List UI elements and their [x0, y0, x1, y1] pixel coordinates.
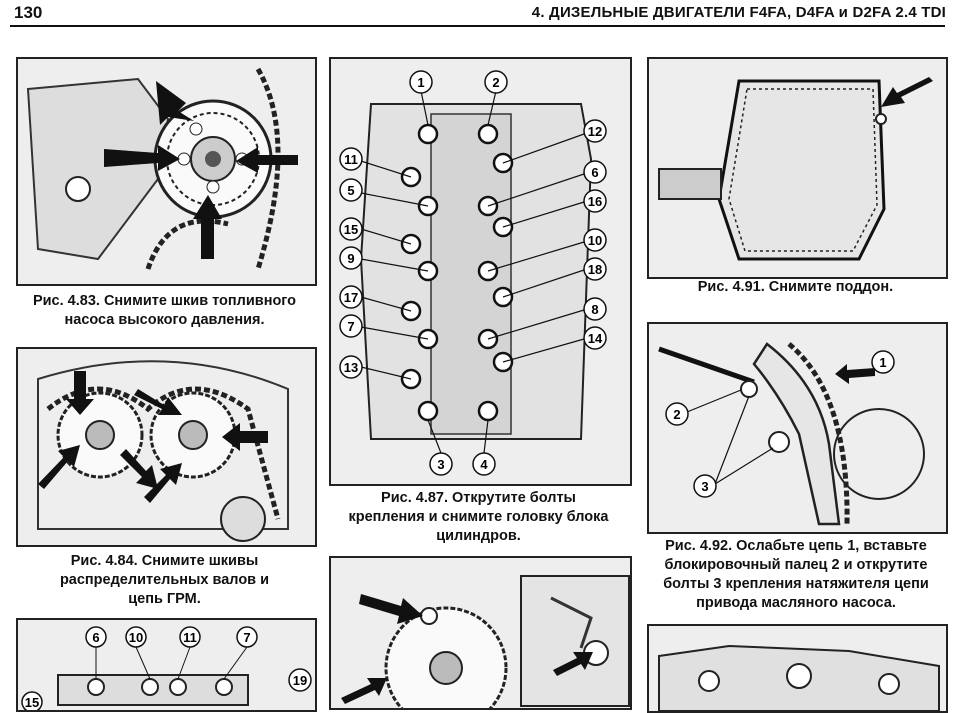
- callout-label: 19: [293, 673, 307, 688]
- caption-line: цилиндров.: [436, 528, 521, 544]
- callout-7: 7: [236, 626, 258, 648]
- figure-bottom-right-image: [647, 624, 948, 713]
- callout-label: 6: [92, 630, 99, 645]
- callout-2: 2: [484, 70, 508, 94]
- callout-label: 1: [879, 355, 886, 370]
- page-header: 130 4. ДИЗЕЛЬНЫЕ ДВИГАТЕЛИ F4FA, D4FA и …: [0, 0, 970, 27]
- caption-line: Рис. 4.92. Ослабьте цепь 1, вставьте: [665, 538, 927, 554]
- caption-line: Рис. 4.83. Снимите шкив топливного: [32, 293, 297, 309]
- callout-6: 6: [85, 626, 107, 648]
- callout-15: 15: [21, 691, 43, 710]
- callout-label: 10: [129, 630, 143, 645]
- callout-label: 11: [183, 630, 197, 645]
- callout-label: 12: [588, 124, 602, 139]
- caption-line: крепления и снимите головку блока: [348, 509, 609, 525]
- figure-4-83-caption: Рис. 4.83. Снимите шкив топливного насос…: [16, 292, 313, 330]
- callout-label: 3: [701, 479, 708, 494]
- callout-13: 13: [339, 355, 363, 379]
- callout-15: 15: [339, 217, 363, 241]
- callout-10: 10: [583, 228, 607, 252]
- callout-label: 7: [243, 630, 250, 645]
- callout-5: 5: [339, 178, 363, 202]
- callout-1: 1: [409, 70, 433, 94]
- callout-label: 9: [347, 251, 354, 266]
- callout-8: 8: [583, 297, 607, 321]
- figure-4-87-caption: Рис. 4.87. Открутите болты крепления и с…: [329, 489, 628, 546]
- caption-line: Рис. 4.91. Снимите поддон.: [697, 279, 894, 295]
- callout-9: 9: [339, 246, 363, 270]
- figure-4-87-image: 1 2 12 11 6 5 16 15 10 9 18 17 8 7 14 13…: [329, 57, 632, 486]
- callout-17: 17: [339, 285, 363, 309]
- callout-7: 7: [339, 314, 363, 338]
- callout-10: 10: [125, 626, 147, 648]
- callout-6: 6: [583, 160, 607, 184]
- figure-4-91-caption: Рис. 4.91. Снимите поддон.: [647, 278, 944, 297]
- figure-4-92-image: 1 2 3: [647, 322, 948, 534]
- callout-label: 17: [344, 290, 358, 305]
- callout-2: 2: [665, 402, 689, 426]
- callout-14: 14: [583, 326, 607, 350]
- caption-line: Рис. 4.84. Снимите шкивы: [70, 553, 259, 569]
- caption-line: Рис. 4.87. Открутите болты: [381, 490, 576, 506]
- caption-line: болты 3 крепления натяжителя цепи: [663, 576, 929, 592]
- figure-4-83-image: [16, 57, 317, 286]
- callout-11: 11: [179, 626, 201, 648]
- callout-label: 3: [437, 457, 444, 472]
- callout-label: 14: [588, 331, 603, 346]
- page-number: 130: [14, 3, 43, 22]
- callout-label: 18: [588, 262, 602, 277]
- caption-line: цепь ГРМ.: [128, 591, 201, 607]
- figure-4-92-caption: Рис. 4.92. Ослабьте цепь 1, вставьте бло…: [640, 537, 952, 613]
- callout-16: 16: [583, 189, 607, 213]
- callout-label: 10: [588, 233, 602, 248]
- callout-4: 4: [472, 452, 496, 476]
- callout-label: 6: [591, 165, 598, 180]
- callout-label: 4: [480, 457, 488, 472]
- caption-line: привода масляного насоса.: [696, 595, 896, 611]
- callout-label: 8: [591, 302, 598, 317]
- callout-label: 11: [344, 152, 358, 167]
- callout-18: 18: [583, 257, 607, 281]
- figure-bottom-middle-image: [329, 556, 632, 710]
- callout-label: 2: [492, 75, 499, 90]
- chapter-title: 4. ДИЗЕЛЬНЫЕ ДВИГАТЕЛИ F4FA, D4FA и D2FA…: [531, 4, 946, 21]
- callout-3: 3: [693, 474, 717, 498]
- callout-label: 7: [347, 319, 354, 334]
- caption-line: распределительных валов и: [59, 572, 270, 588]
- callout-11: 11: [339, 147, 363, 171]
- figure-4-91-image: [647, 57, 948, 279]
- callout-3: 3: [429, 452, 453, 476]
- callout-label: 15: [25, 695, 39, 710]
- callout-19: 19: [288, 668, 312, 692]
- figure-4-84-caption: Рис. 4.84. Снимите шкивы распределительн…: [16, 552, 313, 609]
- callout-label: 5: [347, 183, 354, 198]
- figure-bottom-left-image: 6 10 11 7 19 15: [16, 618, 317, 712]
- header-rule: [10, 25, 945, 27]
- figure-4-84-image: [16, 347, 317, 547]
- callout-12: 12: [583, 119, 607, 143]
- callout-label: 1: [417, 75, 424, 90]
- callout-1: 1: [871, 350, 895, 374]
- caption-line: насоса высокого давления.: [64, 312, 265, 328]
- callout-label: 16: [588, 194, 602, 209]
- callout-label: 13: [344, 360, 358, 375]
- caption-line: блокировочный палец 2 и открутите: [664, 557, 928, 573]
- callout-label: 2: [673, 407, 680, 422]
- callout-label: 15: [344, 222, 358, 237]
